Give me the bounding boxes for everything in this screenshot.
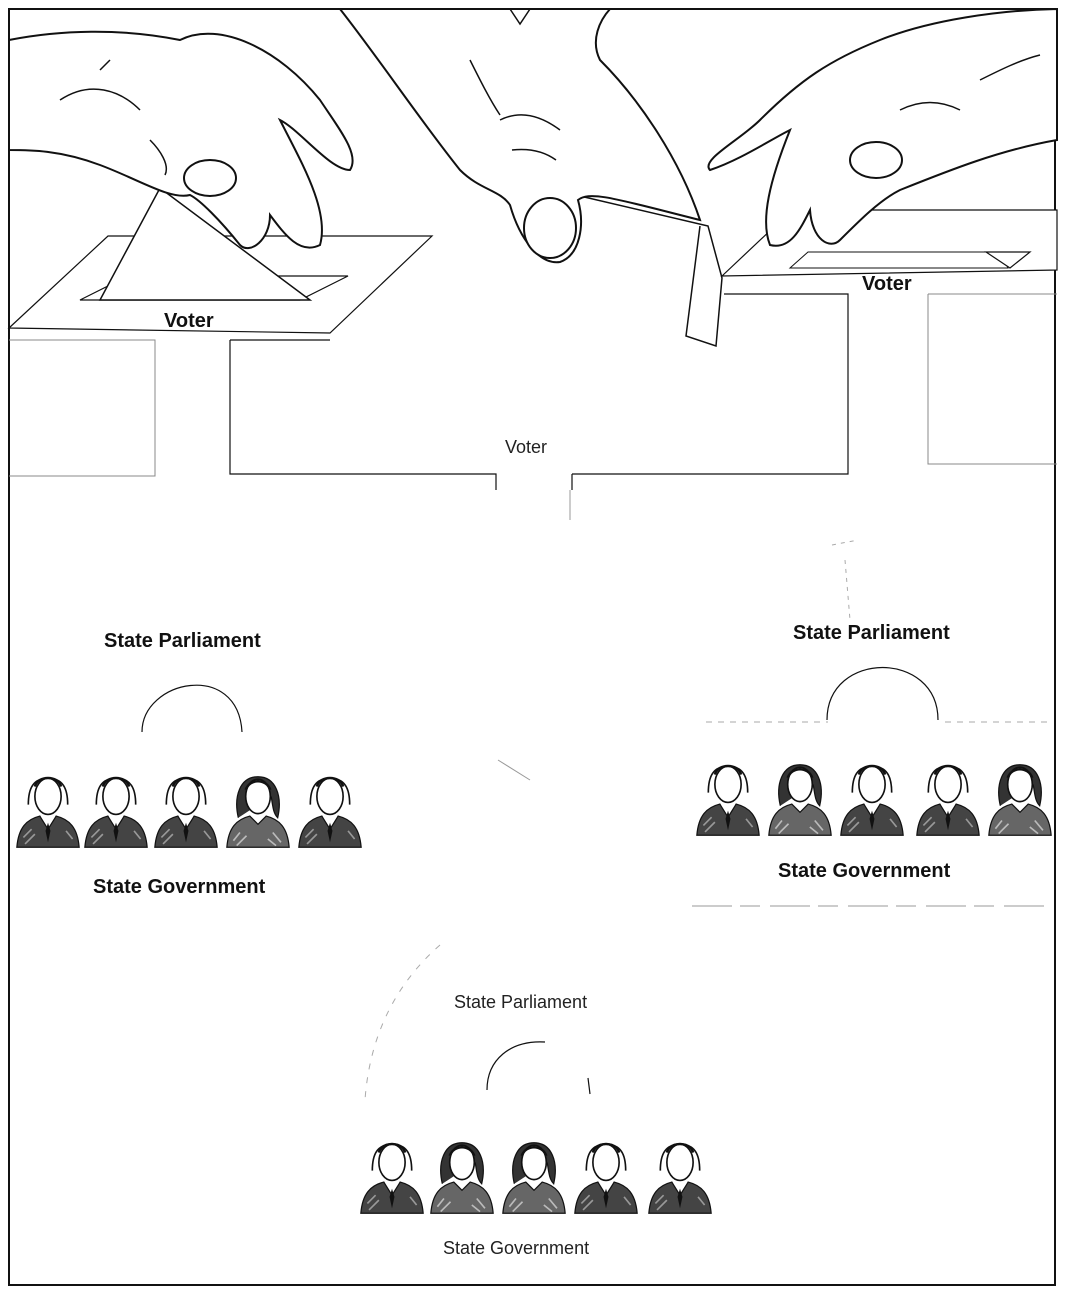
parliament-label-left: State Parliament xyxy=(104,630,261,652)
government-label-bottom: State Government xyxy=(443,1238,590,1258)
voter-label-left: Voter xyxy=(164,310,214,332)
parliament-label-bottom: State Parliament xyxy=(454,992,588,1012)
parliament-label-right: State Parliament xyxy=(793,622,950,644)
voter-label-center: Voter xyxy=(505,437,548,457)
voter-label-right: Voter xyxy=(862,273,912,295)
government-label-right: State Government xyxy=(778,860,951,882)
government-label-left: State Government xyxy=(93,876,266,898)
